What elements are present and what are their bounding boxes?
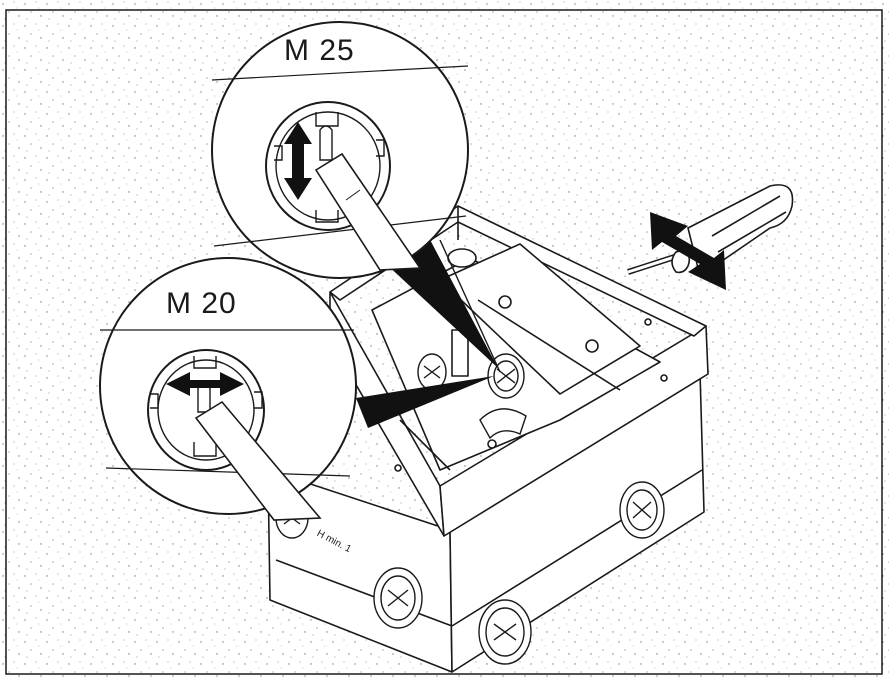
knockout-icon xyxy=(373,567,423,629)
callout-m20 xyxy=(99,257,357,521)
inner-clip xyxy=(479,408,527,440)
screw xyxy=(498,295,512,309)
inner-plate xyxy=(439,243,641,395)
horizontal-double-arrow-icon xyxy=(166,372,244,396)
box-left-seam xyxy=(275,559,453,627)
screw xyxy=(585,339,599,353)
rivet xyxy=(394,464,402,472)
rivet xyxy=(660,374,668,382)
callout-pointer-bottom xyxy=(356,376,494,428)
knockout-icon xyxy=(619,481,665,539)
screwdriver-shaft xyxy=(439,239,501,373)
diagonal-double-arrow-icon xyxy=(650,212,726,290)
tray-rail xyxy=(477,299,621,391)
knockout-back xyxy=(447,248,477,268)
screwdriver-right xyxy=(627,184,794,278)
callout-label-m20: M 20 xyxy=(166,287,237,320)
frame-border xyxy=(5,9,883,675)
callout-label-m25: M 25 xyxy=(284,34,355,67)
rivet xyxy=(644,318,652,326)
knockout-icon xyxy=(478,599,532,665)
rivet xyxy=(487,439,497,449)
vertical-double-arrow-icon xyxy=(284,122,312,200)
callout-m25 xyxy=(211,21,469,279)
knockout-icon xyxy=(417,353,447,391)
knockouts xyxy=(275,353,665,665)
tray-edge xyxy=(399,419,451,471)
